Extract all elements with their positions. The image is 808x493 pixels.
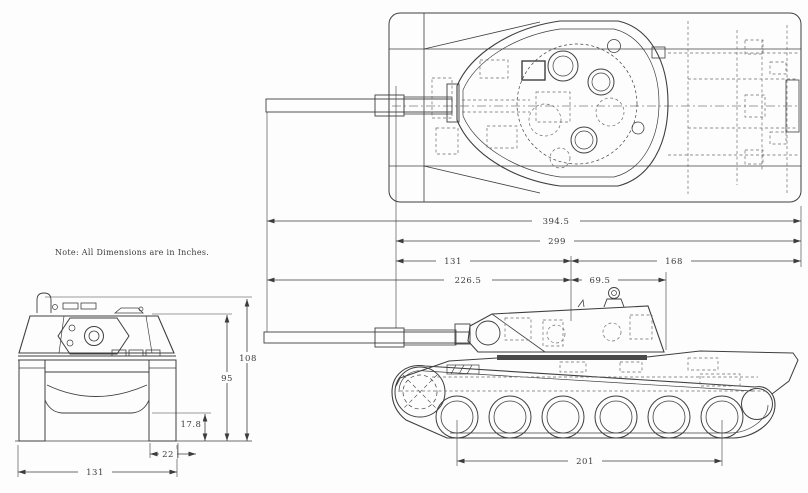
sprocket-spokes xyxy=(402,374,438,410)
track-inner-line xyxy=(398,370,769,434)
engine-deck-details xyxy=(668,21,798,195)
turret-ring xyxy=(516,43,638,165)
commander-cupola xyxy=(547,50,579,82)
dim-label-overall-height: 108 xyxy=(239,354,257,364)
sight-port xyxy=(66,339,74,347)
drive-sprocket xyxy=(394,366,446,418)
road-wheel xyxy=(647,395,691,439)
dimension-labels: 394.5 299 131 168 226.5 69.5 108 95 17.8… xyxy=(86,217,683,478)
roof-vane xyxy=(577,298,585,308)
lower-hull-front xyxy=(44,360,150,414)
dim-label-ground-clearance: 17.8 xyxy=(181,420,202,430)
loader-hatch xyxy=(587,68,615,96)
gunner-hatch xyxy=(570,126,598,154)
hull-stowage xyxy=(446,364,480,375)
idler-wheel xyxy=(741,388,773,420)
turret-inner-outline xyxy=(462,28,660,178)
front-periscope xyxy=(52,304,58,310)
periscope-port xyxy=(607,39,621,53)
fender-lines xyxy=(389,13,801,202)
front-turret-facets xyxy=(58,315,153,354)
gun-mantlet-front xyxy=(57,317,130,355)
commander-cupola-inner xyxy=(552,55,574,77)
gun-bore xyxy=(84,326,104,346)
left-track-front xyxy=(18,359,46,442)
hull-top-band xyxy=(18,355,176,361)
vent-port xyxy=(631,121,645,135)
exhaust-box xyxy=(785,79,800,133)
turret-interior-details xyxy=(431,59,625,169)
roof-vent xyxy=(113,307,144,314)
dim-label-track-contact: 201 xyxy=(576,457,594,467)
gun-barrel-side xyxy=(263,327,471,348)
gun-barrel-plan xyxy=(265,94,453,117)
dimension-lines xyxy=(17,86,802,477)
roof-box xyxy=(521,60,546,81)
dim-label-muzzle-to-turret: 226.5 xyxy=(455,276,482,286)
gunner-hatch-inner xyxy=(574,130,594,150)
hull-outline xyxy=(388,12,802,203)
turret-outline xyxy=(456,20,669,187)
top-view-drawing xyxy=(265,12,802,203)
side-view-drawing xyxy=(263,287,799,439)
roof-hatch-right xyxy=(80,302,97,310)
dim-label-roof-height: 95 xyxy=(221,374,233,384)
fender-strip xyxy=(497,355,647,360)
road-wheel xyxy=(594,395,638,439)
roof-hatch-left xyxy=(62,302,79,310)
hull-profile xyxy=(395,350,799,395)
road-wheels xyxy=(435,395,744,439)
roof-vent-knob xyxy=(138,306,144,312)
turret-front-facet xyxy=(491,313,546,353)
right-track-front xyxy=(148,359,177,442)
dim-label-hull-length: 299 xyxy=(548,237,566,247)
deck-fitting xyxy=(651,46,666,59)
loader-hatch-inner xyxy=(591,72,611,92)
dim-label-rear-section: 168 xyxy=(665,257,683,267)
turret-interior-side xyxy=(504,314,653,347)
drive-sprocket-inner xyxy=(402,374,438,410)
hull-detail-dashed xyxy=(559,357,741,387)
front-view-drawing xyxy=(15,292,252,442)
mantlet-plan xyxy=(446,83,460,123)
dim-label-turret-ref: 69.5 xyxy=(590,276,611,286)
road-wheel xyxy=(488,395,532,439)
dim-label-overall-width: 131 xyxy=(86,468,104,478)
side-turret-outline xyxy=(467,305,665,353)
bore-evacuator-side xyxy=(374,327,405,348)
cupola-scope xyxy=(608,287,620,299)
mantlet-ring xyxy=(475,320,501,346)
front-turret-outline xyxy=(18,315,175,354)
dim-label-backgrounds xyxy=(78,215,691,477)
front-cupola xyxy=(36,292,52,313)
gun-bore-inner xyxy=(88,330,100,342)
dimensions-note: Note: All Dimensions are in Inches. xyxy=(55,248,209,257)
coax-port xyxy=(68,324,76,332)
dim-label-front-section: 131 xyxy=(444,257,462,267)
dim-label-track-width: 22 xyxy=(162,450,174,460)
extension-lines xyxy=(17,86,802,477)
glacis-bevels xyxy=(423,21,541,194)
road-wheel xyxy=(541,395,585,439)
hull-dashed-lines xyxy=(400,376,768,392)
dim-label-overall-length: 394.5 xyxy=(543,217,570,227)
track-outline xyxy=(391,365,776,439)
side-cupola xyxy=(603,298,625,308)
